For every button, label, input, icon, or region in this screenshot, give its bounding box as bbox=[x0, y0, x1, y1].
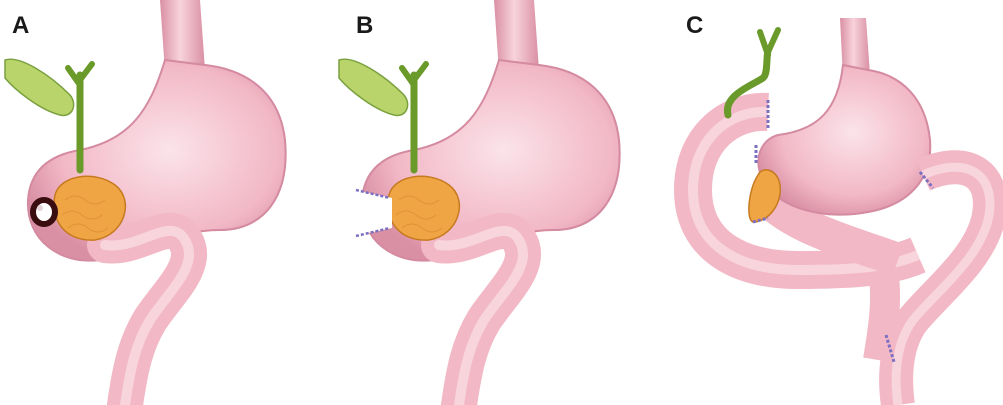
pancreas bbox=[388, 176, 459, 240]
pancreas bbox=[54, 176, 125, 240]
diagram-a bbox=[0, 0, 334, 405]
panel-c: C bbox=[668, 0, 1003, 405]
gallbladder bbox=[339, 59, 408, 115]
diagram-b bbox=[334, 0, 668, 405]
diagram-c bbox=[668, 0, 1003, 405]
panel-b: B bbox=[334, 0, 668, 405]
stomach bbox=[758, 65, 930, 215]
gallbladder bbox=[5, 59, 74, 115]
afferent-limb bbox=[878, 270, 885, 360]
panel-a: A bbox=[0, 0, 334, 405]
